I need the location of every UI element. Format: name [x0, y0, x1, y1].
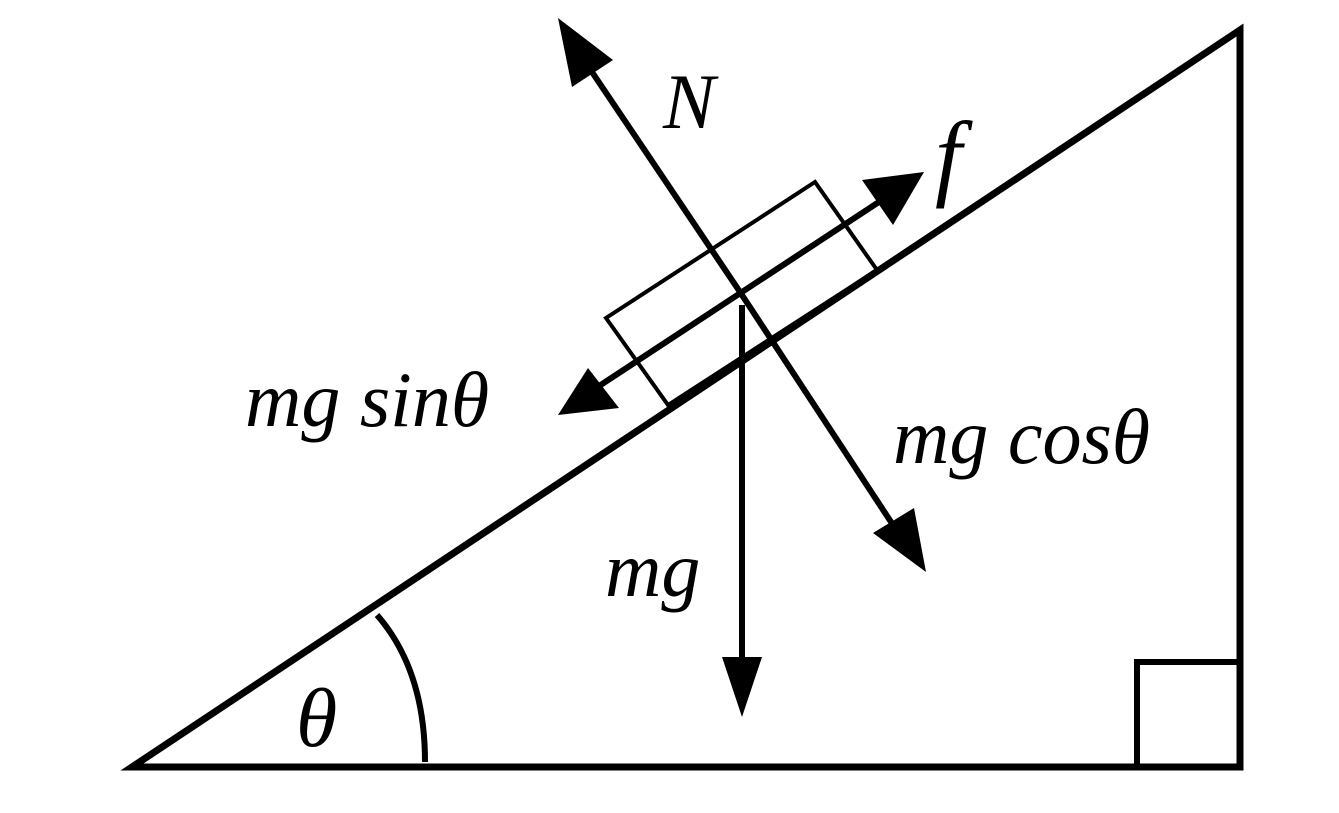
right-angle-marker [1134, 659, 1240, 767]
incline-triangle [120, 23, 1244, 771]
perpendicular-component-arrow [737, 290, 926, 572]
perpendicular-component-label: mg cosθ [893, 393, 1150, 480]
angle-arc [374, 613, 428, 763]
friction-arrowhead [862, 172, 924, 225]
normal-arrowhead [558, 18, 613, 87]
perpendicular-arrowhead [873, 508, 926, 572]
friction-label: f [935, 102, 973, 209]
weight-label: mg [605, 526, 700, 613]
block [603, 179, 880, 408]
parallel-arrowhead [558, 368, 619, 415]
normal-force-label: N [662, 58, 719, 145]
parallel-component-line [558, 172, 924, 415]
weight-arrowhead [722, 657, 762, 717]
weight-arrow [722, 305, 762, 717]
angle-label: θ [296, 672, 337, 765]
parallel-component-label: mg sinθ [245, 356, 489, 443]
normal-force-arrow [558, 18, 743, 294]
